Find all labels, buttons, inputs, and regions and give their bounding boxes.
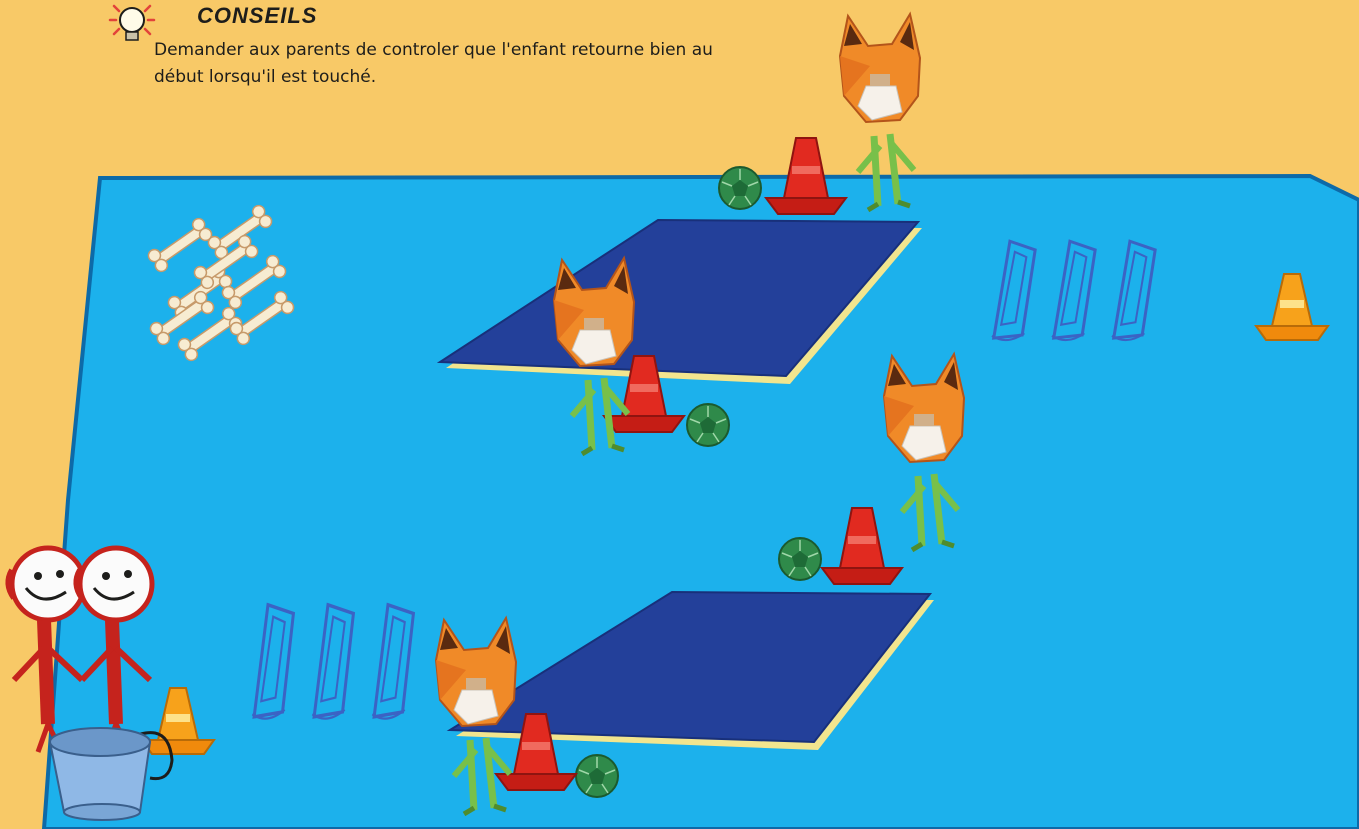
- ball-icon: [778, 537, 822, 581]
- ball-icon: [575, 754, 619, 798]
- tips-text: Demander aux parents de controler que l'…: [154, 40, 713, 87]
- bucket-icon: [48, 727, 174, 821]
- tips-title: CONSEILS: [197, 3, 318, 28]
- mat-bottom-icon: [446, 590, 934, 750]
- blue-field: [41, 173, 1359, 829]
- lightbulb-icon: [108, 4, 156, 41]
- ball-icon: [718, 166, 762, 210]
- ball-icon: [686, 403, 730, 447]
